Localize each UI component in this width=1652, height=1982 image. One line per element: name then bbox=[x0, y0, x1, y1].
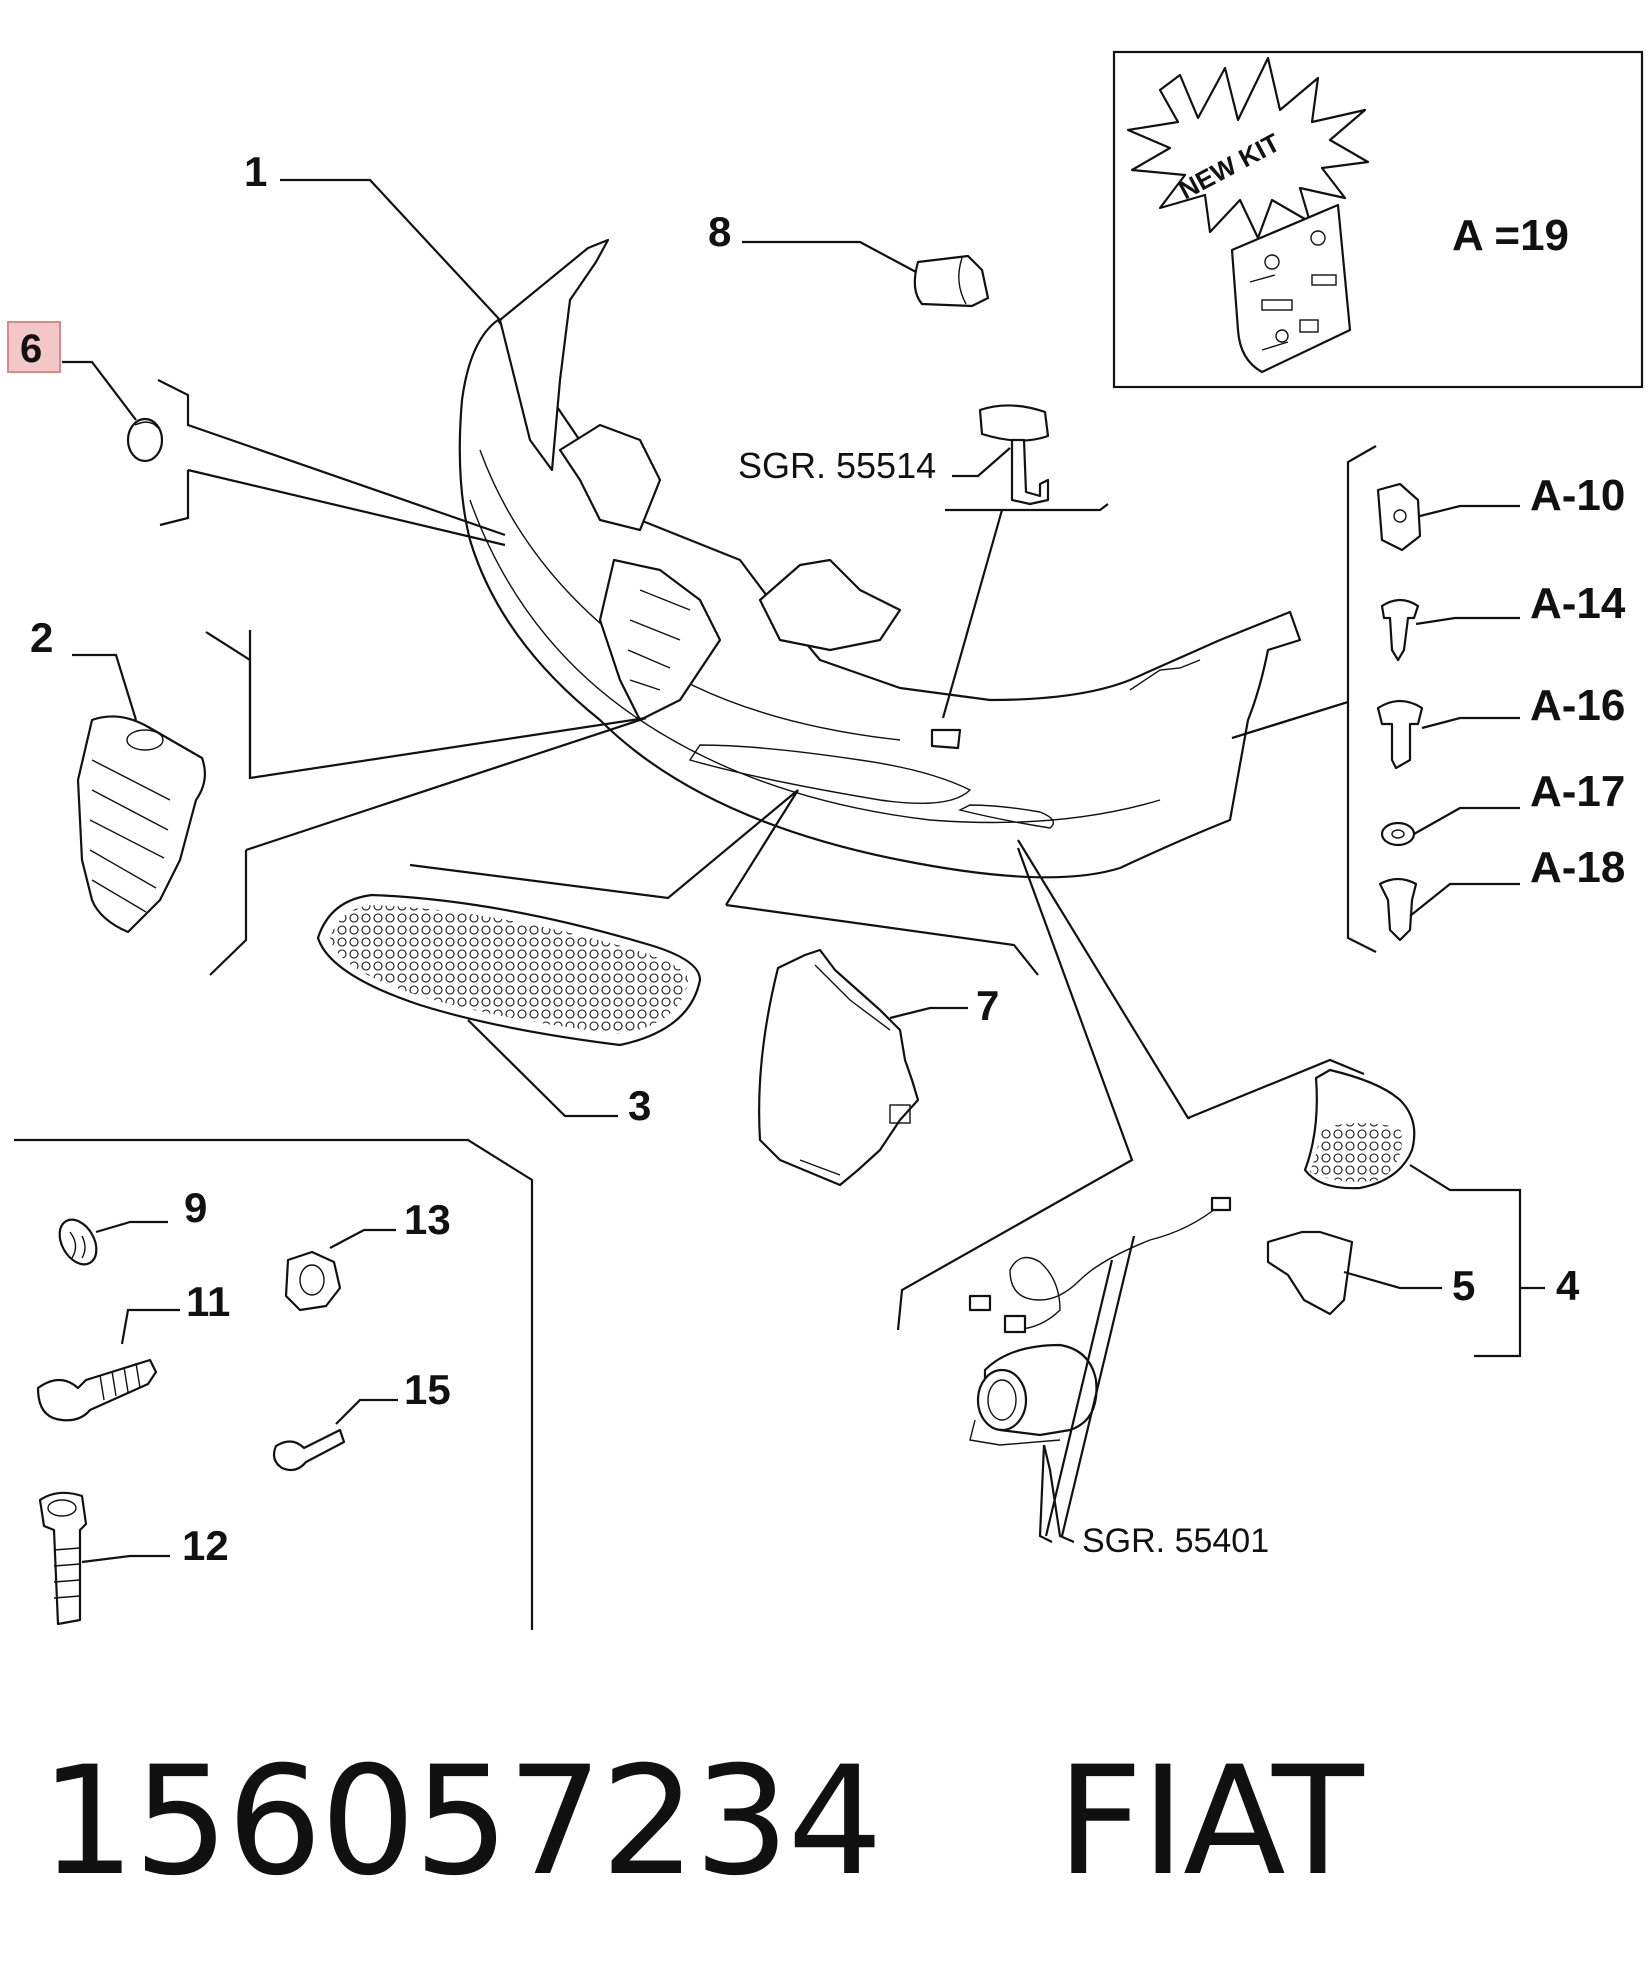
washer-nozzle-group: SGR. 55514 bbox=[738, 404, 1109, 719]
part-6-plug bbox=[126, 417, 164, 463]
svg-text:A-16: A-16 bbox=[1530, 681, 1625, 730]
svg-text:A-17: A-17 bbox=[1530, 767, 1625, 816]
brand-name: FIAT bbox=[1056, 1735, 1364, 1909]
part-12-bolt bbox=[38, 1491, 88, 1626]
callout-6: 6 bbox=[7, 321, 506, 547]
callout-2: 2 bbox=[30, 614, 647, 976]
part-9-clip bbox=[58, 1218, 98, 1266]
highlight-6 bbox=[7, 321, 61, 373]
svg-text:A-14: A-14 bbox=[1530, 579, 1626, 628]
kit-box: NEW KIT A =19 bbox=[1112, 50, 1644, 389]
svg-text:A-18: A-18 bbox=[1530, 843, 1625, 892]
bumper-side-bracket bbox=[498, 238, 610, 472]
svg-text:6: 6 bbox=[20, 327, 42, 371]
svg-text:5: 5 bbox=[1452, 1262, 1475, 1309]
fog-lamp-group: SGR. 55401 bbox=[896, 847, 1269, 1560]
part-2-side-duct bbox=[76, 715, 207, 934]
callout-8: 8 bbox=[708, 208, 990, 308]
small-fasteners-panel: 9 13 11 15 12 bbox=[14, 1138, 534, 1630]
fastener-column: A-10 A-14 A-16 A-17 A-18 bbox=[1231, 445, 1626, 953]
callout-3: 3 bbox=[316, 789, 1039, 1129]
fog-lamp-wiring bbox=[1009, 1204, 1221, 1331]
new-kit-starburst bbox=[1126, 56, 1370, 240]
svg-text:13: 13 bbox=[404, 1196, 451, 1243]
svg-text:12: 12 bbox=[182, 1522, 229, 1569]
bumper-body bbox=[458, 318, 1302, 879]
svg-text:3: 3 bbox=[628, 1082, 651, 1129]
ref-washer-nozzle: SGR. 55514 bbox=[738, 445, 936, 486]
kit-label: A =19 bbox=[1452, 211, 1569, 260]
bumper-assembly bbox=[458, 238, 1302, 879]
part-7-air-duct bbox=[758, 948, 920, 1187]
svg-text:4: 4 bbox=[1556, 1262, 1580, 1309]
a10-clip-icon bbox=[1376, 482, 1422, 552]
part-8-cap bbox=[913, 254, 990, 308]
svg-text:A-10: A-10 bbox=[1530, 471, 1625, 520]
part-15-screw bbox=[272, 1428, 346, 1472]
svg-text:2: 2 bbox=[30, 614, 53, 661]
part-number: 156057234 bbox=[40, 1735, 883, 1909]
part-11-screw bbox=[36, 1358, 158, 1422]
footer-part-number: 156057234 FIAT bbox=[40, 1735, 1364, 1909]
callout-7: 7 bbox=[758, 948, 999, 1187]
a14-screw-icon bbox=[1380, 598, 1420, 662]
washer-nozzle bbox=[978, 404, 1050, 442]
part-13-nut bbox=[284, 1250, 342, 1312]
callout-1: 1 bbox=[244, 148, 501, 321]
callout-4-5: 5 4 bbox=[1017, 839, 1580, 1358]
kit-bag-icon bbox=[1230, 203, 1352, 374]
a16-rivet-icon bbox=[1376, 699, 1424, 770]
svg-text:9: 9 bbox=[184, 1184, 207, 1231]
ref-fog-lamp: SGR. 55401 bbox=[1082, 1522, 1269, 1560]
a17-washer-icon bbox=[1380, 821, 1416, 847]
svg-text:15: 15 bbox=[404, 1366, 451, 1413]
part-5-bracket bbox=[1266, 1230, 1354, 1316]
svg-text:7: 7 bbox=[976, 982, 999, 1029]
svg-text:8: 8 bbox=[708, 208, 731, 255]
svg-text:11: 11 bbox=[186, 1278, 230, 1325]
a18-bushing-icon bbox=[1378, 877, 1418, 942]
svg-text:1: 1 bbox=[244, 148, 267, 195]
